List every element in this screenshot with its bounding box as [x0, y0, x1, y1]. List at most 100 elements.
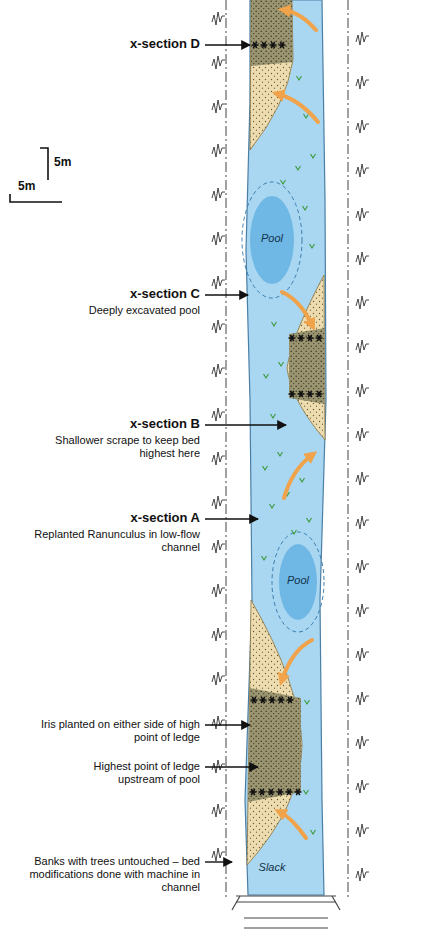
tree-symbol — [212, 12, 225, 25]
plant-symbol — [281, 180, 286, 184]
tree-symbol — [212, 672, 225, 685]
iris-symbol — [277, 789, 284, 795]
iris-symbol — [286, 789, 293, 795]
gravel-ledge — [248, 688, 301, 802]
bank-line — [348, 0, 349, 900]
iris-symbol — [289, 335, 296, 341]
iris-symbol — [316, 391, 323, 397]
tree-symbol — [212, 716, 225, 729]
tree-symbol — [212, 232, 225, 245]
sand-bar — [250, 0, 293, 150]
bank-line — [226, 0, 227, 900]
scale-label: 5m — [54, 156, 94, 169]
tree-symbol — [356, 692, 369, 705]
tree-symbol — [356, 472, 369, 485]
gravel-ledge — [289, 328, 325, 404]
section-label: x-section C — [50, 287, 200, 300]
note-label: Deeply excavated pool — [30, 304, 200, 317]
leader-lines — [205, 45, 286, 862]
plant-symbol — [300, 478, 305, 482]
plant-symbol — [279, 362, 284, 366]
iris-symbol — [261, 42, 268, 48]
flow-arrows — [278, 10, 318, 838]
scale-label: 5m — [18, 180, 58, 193]
plant-symbol — [311, 830, 316, 834]
iris-symbol — [259, 789, 266, 795]
tree-symbol — [212, 540, 225, 553]
ranunculus-plants — [262, 76, 316, 834]
tree-symbol — [212, 628, 225, 641]
plant-symbol — [278, 452, 283, 456]
tree-symbol — [356, 252, 369, 265]
plant-symbol — [304, 790, 309, 794]
tree-symbol — [212, 56, 225, 69]
iris-symbol — [298, 335, 305, 341]
iris-symbol — [279, 42, 286, 48]
iris-symbol — [287, 697, 294, 703]
tree-symbol — [212, 320, 225, 333]
tree-symbol — [212, 584, 225, 597]
tree-symbol — [356, 560, 369, 573]
iris-symbol — [268, 789, 275, 795]
tree-symbol — [212, 452, 225, 465]
tree-symbol — [212, 496, 225, 509]
plant-symbol — [272, 322, 277, 326]
tree-symbol — [356, 604, 369, 617]
section-label: x-section D — [50, 37, 200, 50]
tree-symbol — [356, 384, 369, 397]
tree-symbol — [356, 32, 369, 45]
iris-symbol — [250, 789, 257, 795]
tree-symbol — [356, 736, 369, 749]
tree-symbol — [356, 164, 369, 177]
pool-label: Pool — [278, 574, 318, 587]
tree-symbol — [356, 780, 369, 793]
tree-symbol — [212, 848, 225, 861]
tree-symbol — [356, 208, 369, 221]
deep-pool — [250, 196, 294, 284]
iris-symbol — [270, 42, 277, 48]
plant-symbol — [303, 206, 308, 210]
tree-symbol — [356, 76, 369, 89]
tree-symbol — [356, 428, 369, 441]
pool — [279, 544, 317, 620]
plant-symbol — [297, 76, 302, 80]
plant-symbol — [304, 114, 309, 118]
bridge — [232, 896, 340, 928]
tree-symbol — [212, 100, 225, 113]
tree-symbol — [212, 188, 225, 201]
slack-label: Slack — [250, 861, 294, 874]
iris-plants — [250, 42, 323, 795]
plant-symbol — [264, 374, 269, 378]
section-label: x-section A — [50, 511, 200, 524]
callout-label: Banks with trees untouched – bed modific… — [15, 855, 200, 894]
tree-symbol — [356, 868, 369, 881]
tree-symbol — [212, 408, 225, 421]
note-label: Shallower scrape to keep bed highest her… — [30, 434, 200, 460]
pool-label: Pool — [252, 232, 292, 245]
tree-symbol — [212, 364, 225, 377]
tree-symbol — [212, 276, 225, 289]
callout-label: Iris planted on either side of high poin… — [25, 718, 200, 744]
iris-symbol — [307, 391, 314, 397]
pool-outline — [242, 182, 302, 298]
plant-symbol — [311, 154, 316, 158]
plant-symbol — [262, 556, 267, 560]
iris-symbol — [269, 697, 276, 703]
iris-symbol — [278, 697, 285, 703]
tree-symbol — [356, 648, 369, 661]
note-label: Replanted Ranunculus in low-flow channel — [30, 528, 200, 554]
iris-symbol — [295, 789, 302, 795]
plant-symbol — [307, 518, 312, 522]
plant-symbol — [292, 530, 297, 534]
tree-symbol — [212, 144, 225, 157]
iris-symbol — [260, 697, 267, 703]
tree-symbol — [212, 804, 225, 817]
tree-symbol — [356, 296, 369, 309]
iris-symbol — [252, 42, 259, 48]
section-label: x-section B — [50, 417, 200, 430]
plant-symbol — [310, 244, 315, 248]
tree-symbol — [356, 516, 369, 529]
plant-symbol — [271, 414, 276, 418]
